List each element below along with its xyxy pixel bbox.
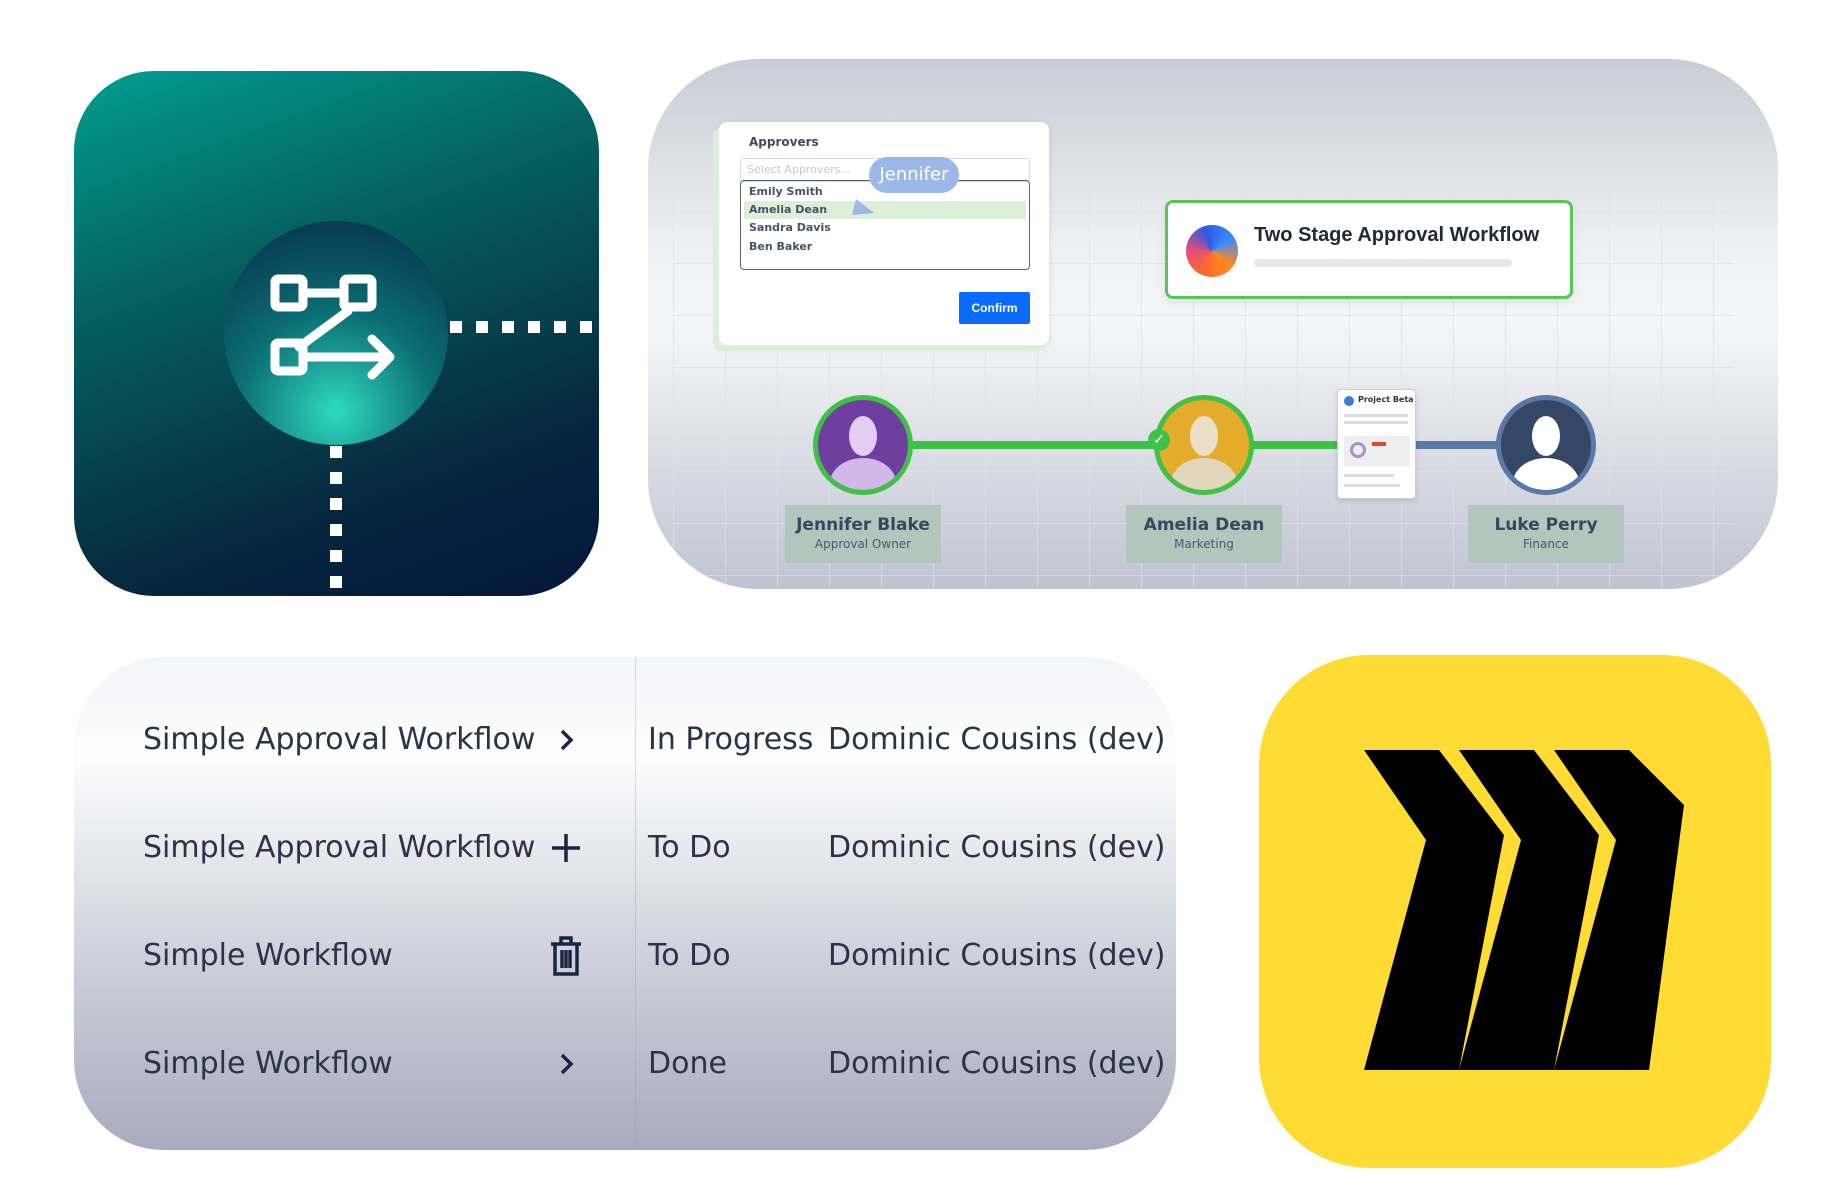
workflow-title-card: Two Stage Approval Workflow xyxy=(1165,200,1573,299)
workflow-app-icon xyxy=(74,71,599,596)
table-row[interactable]: Simple Approval Workflow To Do Dominic C… xyxy=(74,818,1176,878)
approvers-label: Approvers xyxy=(749,135,819,149)
trash-icon[interactable] xyxy=(544,934,588,978)
table-row[interactable]: Simple Workflow To Do Dominic Cousins (d… xyxy=(74,926,1176,986)
document-avatar-icon xyxy=(1344,396,1354,406)
approvers-dialog: Approvers Select Approvers... Emily Smit… xyxy=(719,122,1049,345)
avatar-amelia-dean[interactable] xyxy=(1154,395,1254,495)
assignee: Dominic Cousins (dev) xyxy=(828,722,1166,757)
confirm-button[interactable]: Confirm xyxy=(959,292,1030,324)
document-donut-icon xyxy=(1350,442,1366,458)
status: In Progress xyxy=(648,722,814,757)
column-divider xyxy=(635,657,636,1150)
document-text-line xyxy=(1344,414,1408,417)
connector-completed xyxy=(908,441,1358,449)
status: Done xyxy=(648,1046,727,1081)
dotted-connector-down xyxy=(330,446,342,596)
person-role: Approval Owner xyxy=(814,537,912,551)
approvers-options-list: Emily Smith Amelia Dean Sandra Davis Ben… xyxy=(740,180,1030,270)
connector-pending xyxy=(1398,441,1498,449)
chevron-right-icon[interactable] xyxy=(544,1042,588,1086)
document-title: Project Beta xyxy=(1358,395,1414,404)
workflow-name: Simple Workflow xyxy=(143,938,393,973)
plus-icon[interactable] xyxy=(544,826,588,870)
document-text-line xyxy=(1344,474,1394,477)
workflow-orb-icon xyxy=(1186,225,1238,277)
option-amelia-dean[interactable]: Amelia Dean xyxy=(744,201,1026,219)
workflow-title: Two Stage Approval Workflow xyxy=(1254,224,1540,246)
option-emily-smith[interactable]: Emily Smith xyxy=(749,185,823,198)
cursor-pointer-icon xyxy=(852,199,874,215)
dotted-connector-right xyxy=(450,321,599,333)
avatar-luke-perry[interactable] xyxy=(1496,395,1596,495)
project-document-card[interactable]: Project Beta xyxy=(1337,389,1416,499)
collaborator-cursor-label: Jennifer xyxy=(869,157,959,193)
person-role: Marketing xyxy=(1174,537,1234,551)
status: To Do xyxy=(648,938,731,973)
workflow-name: Simple Workflow xyxy=(143,1046,393,1081)
miro-app-icon xyxy=(1259,655,1771,1168)
document-text-line xyxy=(1344,484,1400,487)
workflow-name: Simple Approval Workflow xyxy=(143,830,536,865)
person-name: Jennifer Blake xyxy=(796,515,930,535)
assignee: Dominic Cousins (dev) xyxy=(828,830,1166,865)
workflow-name: Simple Approval Workflow xyxy=(143,722,536,757)
assignee: Dominic Cousins (dev) xyxy=(828,1046,1166,1081)
assignee: Dominic Cousins (dev) xyxy=(828,938,1166,973)
status: To Do xyxy=(648,830,731,865)
workflow-branch-icon xyxy=(270,274,395,380)
table-row[interactable]: Simple Workflow Done Dominic Cousins (de… xyxy=(74,1034,1176,1094)
approval-workflow-preview: Approvers Select Approvers... Emily Smit… xyxy=(648,59,1778,589)
approved-check-icon: ✓ xyxy=(1148,429,1170,451)
table-row[interactable]: Simple Approval Workflow In Progress Dom… xyxy=(74,710,1176,770)
person-name: Luke Perry xyxy=(1494,515,1598,535)
person-role: Finance xyxy=(1523,537,1569,551)
chevron-right-icon[interactable] xyxy=(544,718,588,762)
avatar-jennifer-blake[interactable] xyxy=(813,395,913,495)
document-tag xyxy=(1372,442,1386,446)
workflow-task-list: Simple Approval Workflow In Progress Dom… xyxy=(74,657,1176,1150)
option-ben-baker[interactable]: Ben Baker xyxy=(749,240,813,253)
option-sandra-davis[interactable]: Sandra Davis xyxy=(749,221,831,234)
person-name: Amelia Dean xyxy=(1143,515,1265,535)
document-text-line xyxy=(1344,421,1408,424)
workflow-progress-bar xyxy=(1254,259,1512,267)
miro-logo-icon xyxy=(1364,750,1684,1070)
workflow-icon-circle xyxy=(224,221,448,445)
